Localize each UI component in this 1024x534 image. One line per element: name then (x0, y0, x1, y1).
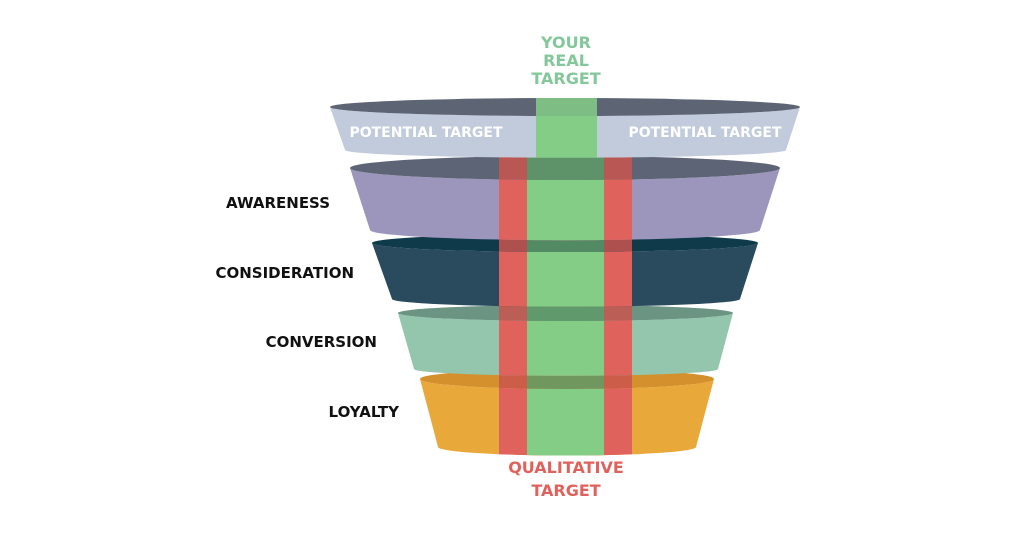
stage-awareness-real-stripe (527, 168, 604, 241)
stage-label-loyalty: LOYALTY (329, 403, 401, 421)
real-target-label-line1: YOUR (540, 33, 591, 52)
stage-conversion-layer (398, 305, 733, 376)
stage-label-conversion: CONVERSION (266, 333, 377, 351)
funnel-labels: YOUR REAL TARGET POTENTIAL TARGET POTENT… (215, 33, 781, 500)
stage-loyalty-target-stripes (499, 379, 632, 456)
stage-awareness-target-stripes (499, 168, 632, 241)
stage-loyalty-real-stripe (527, 379, 604, 456)
real-target-label-line2: REAL (543, 51, 589, 70)
qualitative-target-label-line2: TARGET (531, 481, 600, 500)
potential-target-right-label: POTENTIAL TARGET (628, 125, 782, 141)
real-target-label-line3: TARGET (531, 69, 600, 88)
potential-target-left-label: POTENTIAL TARGET (349, 125, 503, 141)
stage-consideration-target-stripes (499, 243, 632, 307)
potential-target-rim-stripes (536, 98, 597, 116)
stage-awareness-rim-real (527, 156, 604, 180)
qualitative-target-label-line1: QUALITATIVE (508, 458, 624, 477)
stage-conversion-real-stripe (527, 313, 604, 376)
stage-conversion-target-stripes (499, 313, 632, 376)
stage-conversion-rim-stripes (499, 305, 632, 321)
funnel-layers (330, 98, 800, 456)
stage-awareness-layer (350, 156, 780, 241)
stage-consideration-real-stripe (527, 243, 604, 307)
stage-label-consideration: CONSIDERATION (215, 264, 354, 282)
stage-conversion-rim-real (527, 305, 604, 321)
stage-label-awareness: AWARENESS (226, 194, 330, 212)
stage-awareness-rim-stripes (499, 156, 632, 180)
potential-target-layer (330, 98, 800, 158)
potential-target-rim-real (536, 98, 597, 116)
